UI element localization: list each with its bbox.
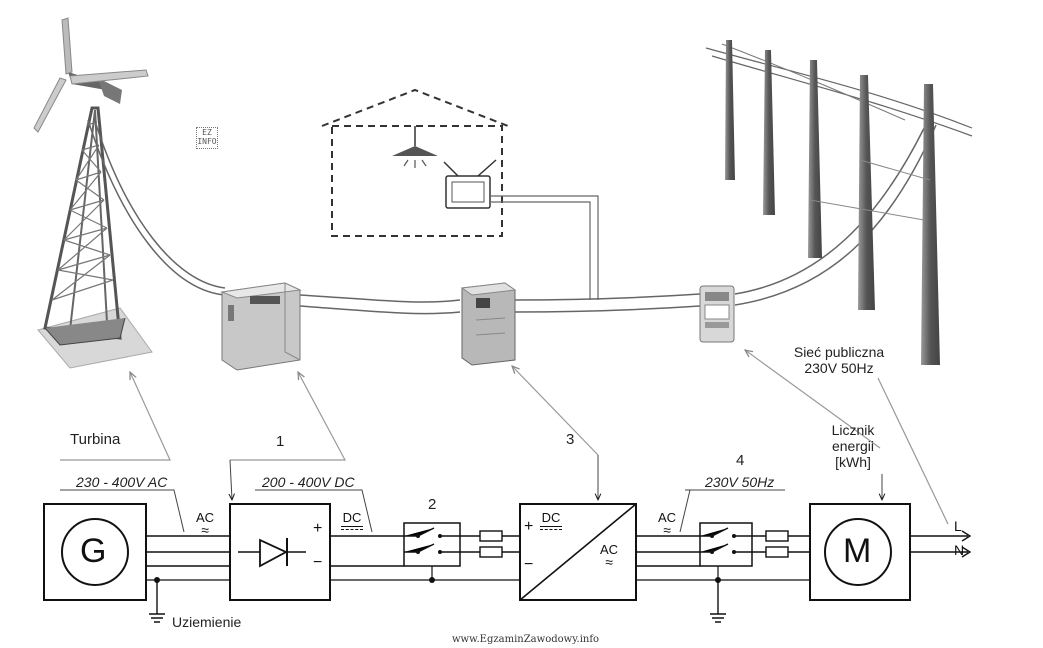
dc-symbol-inverter-text: DC bbox=[541, 510, 561, 525]
rectifier-minus-sign: − bbox=[313, 554, 323, 571]
turbine-label: Turbina bbox=[70, 431, 121, 448]
component-number-2: 2 bbox=[428, 496, 437, 513]
ac-symbol-generator-text: AC bbox=[196, 510, 215, 525]
rectifier-cabinet-illustration bbox=[220, 282, 302, 371]
ac-symbol-output: AC≈ bbox=[658, 510, 677, 538]
dc-symbol-inverter: DC bbox=[540, 510, 562, 530]
wind-turbine-illustration bbox=[33, 17, 153, 369]
energy-meter-label: Licznik energii [kWh] bbox=[818, 422, 888, 470]
energy-meter-label-line2: energii bbox=[831, 438, 875, 454]
line-neutral-label: N bbox=[954, 542, 965, 558]
voltage-ac-input-label: 230 - 400V AC bbox=[76, 474, 168, 490]
component-number-1: 1 bbox=[276, 433, 285, 450]
generator-circle bbox=[61, 518, 129, 586]
inverter-minus-sign: − bbox=[524, 556, 534, 573]
public-grid-label: Sieć publiczna 230V 50Hz bbox=[780, 344, 898, 376]
line-phase-label: L bbox=[954, 518, 962, 534]
ac-symbol-inverter-text: AC bbox=[600, 542, 619, 557]
inverter-plus-sign: + bbox=[524, 518, 534, 535]
grounding-label: Uziemienie bbox=[172, 614, 242, 630]
ac-symbol-generator: AC≈ bbox=[196, 510, 215, 538]
dc-symbol-rectifier: DC bbox=[341, 510, 363, 530]
diode-symbol bbox=[259, 538, 289, 568]
energy-meter-illustration bbox=[699, 285, 735, 343]
inverter-unit-illustration bbox=[460, 282, 517, 366]
meter-circle bbox=[824, 518, 892, 586]
component-number-3: 3 bbox=[566, 431, 575, 448]
public-grid-label-line2: 230V 50Hz bbox=[804, 360, 874, 376]
voltage-ac-output-label: 230V 50Hz bbox=[705, 474, 775, 490]
ac-symbol-inverter: AC≈ bbox=[600, 542, 619, 570]
schematic bbox=[43, 503, 972, 623]
site-logo-icon: EZ INFO bbox=[196, 127, 218, 149]
ac-symbol-output-text: AC bbox=[658, 510, 677, 525]
voltage-dc-label: 200 - 400V DC bbox=[262, 474, 355, 490]
component-number-4: 4 bbox=[736, 452, 745, 469]
energy-meter-label-line1: Licznik bbox=[831, 422, 875, 438]
rectifier-plus-sign: + bbox=[313, 520, 323, 537]
house-illustration bbox=[321, 88, 599, 300]
dc-symbol-rectifier-text: DC bbox=[342, 510, 362, 525]
power-poles-illustration bbox=[705, 40, 973, 365]
generator-letter: G bbox=[80, 532, 107, 570]
energy-meter-label-line3: [kWh] bbox=[835, 454, 871, 470]
meter-letter: M bbox=[843, 532, 872, 570]
public-grid-label-line1: Sieć publiczna bbox=[793, 344, 885, 360]
watermark-text: www.EgzaminZawodowy.info bbox=[452, 634, 600, 645]
